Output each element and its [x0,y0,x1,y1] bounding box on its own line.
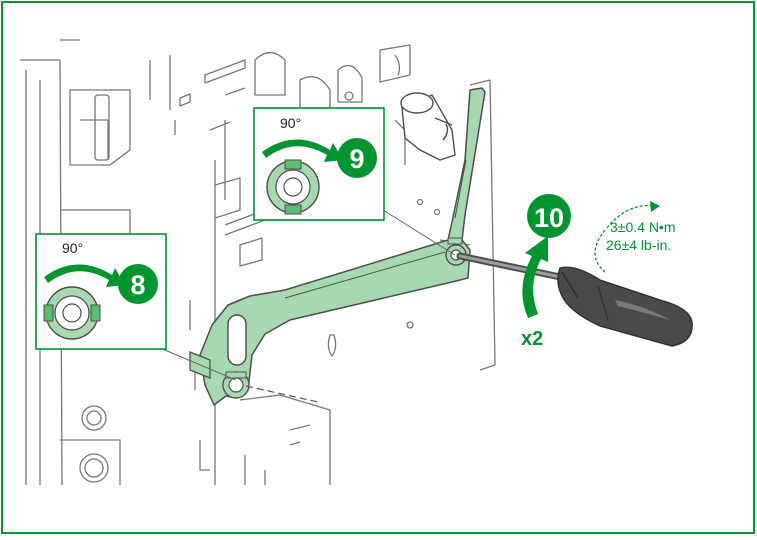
step-9-number: 9 [349,144,364,174]
torque-icon [594,201,660,273]
step-8-rotate-arrow [44,264,125,287]
step-9-inset: 90° 9 [253,107,385,221]
mounting-bracket [189,87,486,406]
top-knob [400,92,456,161]
step-10-number: 10 [534,203,564,233]
step-8-angle: 90° [62,240,83,256]
step-10-badge: 10 [527,194,571,238]
step-9-rotate-arrow [262,139,343,162]
torque-imperial: 26±4 lb-in. [606,237,671,253]
screwdriver [456,252,693,347]
leader-line-9 [382,209,456,256]
bottom-margin [4,486,752,531]
tighten-rotation-arrow [522,236,548,318]
leader-line-8 [159,347,237,381]
step-8-inset: 90° 8 [35,233,167,350]
step-9-angle: 90° [280,115,301,131]
bracket-slot [227,314,247,366]
torque-metric: 3±0.4 N•m [610,219,676,235]
step-8-number: 8 [130,270,145,300]
axis-line [245,385,319,403]
repeat-count: x2 [521,328,543,350]
